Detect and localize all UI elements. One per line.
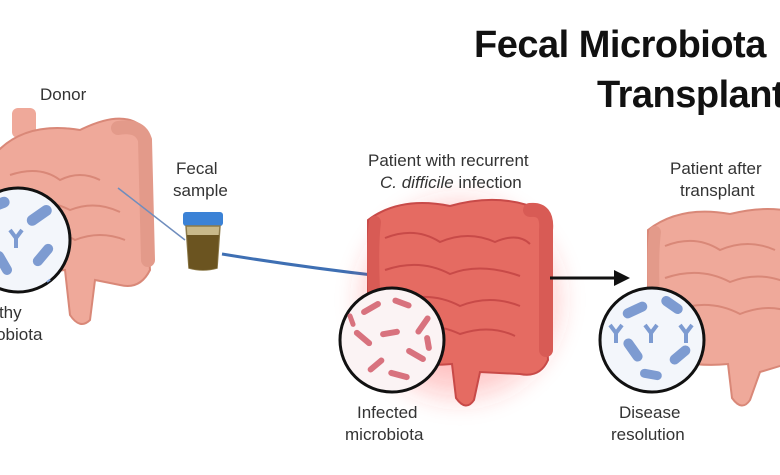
healthy-microbiota-label-line-2: microbiota: [0, 325, 43, 344]
infected-microbiota-circle: [338, 286, 446, 394]
title-line-2: Transplant: [597, 74, 780, 116]
donor-to-sample-line: [117, 187, 186, 241]
patient-label-line-2-rest: infection: [453, 173, 522, 192]
patient-label-line-1: Patient with recurrent: [368, 151, 529, 170]
healthy-microbiota-label-line-1: Healthy: [0, 303, 22, 322]
sample-label-line-2: sample: [173, 181, 228, 200]
title-line-1: Fecal Microbiota: [474, 24, 766, 66]
patient-label-line-2: C. difficile infection: [380, 172, 522, 194]
infected-microbiota-label-line-2: microbiota: [345, 425, 424, 444]
progress-arrow: [550, 270, 630, 286]
after-label-line-2: transplant: [680, 181, 755, 200]
infected-microbiota-label-line-1: Infected: [357, 403, 418, 422]
result-label-line-2: resolution: [611, 425, 685, 444]
restored-microbiota-circle: [598, 286, 706, 394]
sample-label-line-1: Fecal: [176, 159, 218, 178]
donor-label: Donor: [40, 85, 87, 104]
pathogen-name: C. difficile: [380, 173, 454, 192]
after-label-line-1: Patient after: [670, 159, 762, 178]
result-label-line-1: Disease: [619, 403, 681, 422]
healthy-microbiota-circle: [0, 186, 72, 294]
fecal-sample-jar: [183, 212, 223, 271]
